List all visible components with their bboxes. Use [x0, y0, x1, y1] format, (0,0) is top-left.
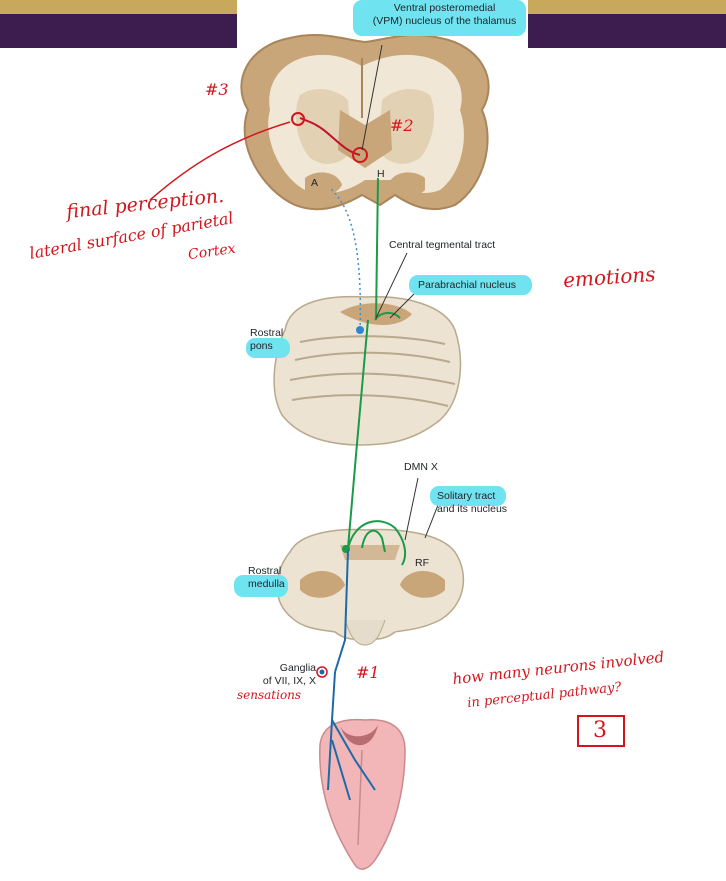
header-accent-right	[528, 0, 726, 14]
neuron-3-annotation: #3	[205, 80, 229, 99]
solitary-label-highlight	[430, 486, 506, 506]
ganglia-label: Ganglia of VII, IX, X	[262, 662, 316, 687]
ganglia-circle	[316, 666, 328, 678]
header-accent-left	[0, 0, 237, 14]
neuron-2-annotation: #2	[390, 116, 414, 135]
rostral-pons-label: Rostral pons	[250, 327, 284, 352]
parabrachial-label-highlight	[409, 275, 532, 295]
ganglia-dot	[319, 669, 325, 675]
header-bar-right	[528, 14, 726, 48]
rostral-medulla-section	[276, 528, 465, 646]
dmn-label: DMN X	[404, 461, 438, 473]
rf-label: RF	[415, 557, 429, 569]
central-tegmental-label: Central tegmental tract	[389, 239, 496, 251]
vpm-circle	[352, 147, 368, 163]
neuron-1-annotation: #1	[356, 663, 380, 682]
vpm-label: Ventral posteromedial (VPM) nucleus of t…	[372, 2, 517, 27]
label-pointers	[361, 44, 441, 541]
rostral-medulla-label: Rostral medulla	[248, 565, 285, 590]
vpm-label-highlight	[353, 0, 526, 36]
parabrachial-label: Parabrachial nucleus	[418, 279, 517, 291]
coronal-brain-section	[240, 34, 490, 211]
insula-marker-label: A	[311, 177, 319, 189]
annotation-arrow-cortex	[149, 121, 291, 201]
header-bar-left	[0, 14, 237, 48]
hypothalamus-marker-label: H	[377, 168, 385, 180]
sensations-annotation: sensations	[237, 688, 302, 702]
answer-annotation: 3	[593, 718, 607, 743]
taste-pathway-blue	[327, 549, 376, 801]
pons-label-highlight	[246, 338, 290, 358]
solitary-label: Solitary tract and its nucleus	[437, 490, 508, 515]
cortex-circle	[291, 112, 305, 126]
tongue	[319, 718, 406, 870]
rostral-pons-section	[273, 295, 462, 446]
medulla-label-highlight	[234, 575, 288, 597]
answer-box	[577, 715, 625, 747]
pons-neuron-body	[356, 326, 364, 334]
